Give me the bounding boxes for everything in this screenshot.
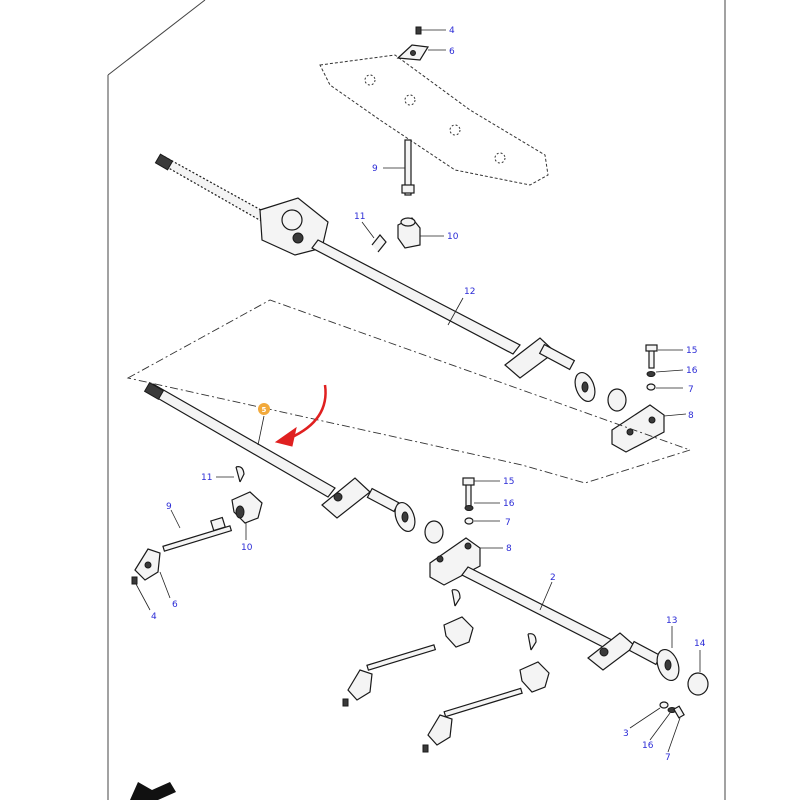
- flange-mid-hub: [401, 511, 409, 523]
- leader-lines: [135, 29, 701, 753]
- washer-low: [659, 701, 669, 709]
- housing-bearing: [281, 209, 303, 231]
- callout-mid-7: 7: [505, 518, 511, 528]
- screw-part: [415, 26, 422, 35]
- callout-low-13: 13: [666, 616, 677, 626]
- phantom-outline: [126, 299, 692, 484]
- callout-top-15: 15: [686, 346, 697, 356]
- rod-mid: [162, 525, 233, 552]
- clamp-mid-hole: [436, 555, 444, 563]
- highlight-badge: [258, 403, 270, 415]
- direction-arrow: [130, 782, 176, 800]
- shaft-2-spline: [628, 640, 662, 666]
- lever-2-bore: [599, 647, 609, 657]
- flange-top-hub: [581, 381, 589, 393]
- clamp-block-top: [611, 404, 665, 453]
- nut-top: [646, 383, 656, 391]
- clamp-hole: [626, 428, 634, 436]
- gasket-hole: [364, 74, 376, 86]
- bolt-head-top: [645, 344, 658, 352]
- callout-top-12: 12: [464, 287, 475, 297]
- callout-low-2: 2: [550, 573, 556, 583]
- badge-label-5: 5: [262, 406, 267, 414]
- callout-top-10: 10: [447, 232, 459, 242]
- clip-low-a: [347, 669, 373, 701]
- red-arrowhead: [274, 426, 297, 447]
- shaft-12: [311, 239, 521, 355]
- bushing-mid: [424, 520, 444, 544]
- shaft-2: [461, 566, 613, 649]
- rod-low-b: [443, 687, 523, 718]
- screw-low: [673, 705, 685, 719]
- elbow-bore: [400, 217, 416, 227]
- bolt-head-mid: [462, 477, 475, 486]
- callout-low-3: 3: [623, 729, 629, 739]
- elbow-low-a: [443, 616, 474, 648]
- bolt-mid: [465, 483, 472, 507]
- callout-low-14: 14: [694, 639, 706, 649]
- shaft-5-spline: [143, 381, 165, 401]
- clamp-hole: [648, 416, 656, 424]
- shaft-spline: [154, 153, 174, 171]
- gasket-hole: [449, 124, 461, 136]
- rod-collar: [401, 184, 415, 194]
- gasket-plate: [319, 54, 549, 186]
- screw-low-a: [342, 698, 349, 707]
- callout-mid-8: 8: [506, 544, 512, 554]
- phantom-shaft: [156, 156, 271, 223]
- callout-mid-4: 4: [151, 612, 157, 622]
- pin-part: [371, 234, 387, 253]
- bushing-top: [607, 388, 627, 412]
- callout-top-6: 6: [449, 47, 455, 57]
- bolt-top: [648, 349, 655, 369]
- shaft-5-end-spline: [366, 487, 400, 513]
- washer-mid: [464, 505, 474, 511]
- washer-top: [646, 371, 656, 377]
- elbow-low-b: [519, 661, 550, 693]
- callout-mid-10: 10: [241, 543, 253, 553]
- callout-mid-9: 9: [166, 502, 172, 512]
- elbow-mid: [231, 491, 263, 524]
- pin-mid: [235, 466, 245, 483]
- rod-part: [404, 139, 412, 196]
- housing-bore: [292, 232, 304, 244]
- screw-mid: [131, 576, 138, 585]
- callout-mid-15: 15: [503, 477, 514, 487]
- rod-mid-collar: [210, 516, 226, 532]
- callout-top-11: 11: [354, 212, 365, 222]
- callout-low-7: 7: [665, 753, 671, 763]
- clamp-block-mid: [429, 537, 481, 586]
- callout-top-4: 4: [449, 26, 455, 36]
- clip-mid-hole: [144, 561, 152, 569]
- bushing-14: [687, 672, 709, 696]
- shaft-12-spline: [538, 343, 576, 371]
- flange-13-hub: [664, 659, 672, 671]
- callout-top-16: 16: [686, 366, 698, 376]
- rod-low-a: [366, 644, 437, 671]
- callout-mid-16: 16: [503, 499, 515, 509]
- callout-mid-11: 11: [201, 473, 212, 483]
- gasket-hole: [404, 94, 416, 106]
- pin-low-b: [527, 633, 537, 651]
- callout-mid-6: 6: [172, 600, 178, 610]
- clamp-mid-hole: [464, 542, 472, 550]
- callout-top-9: 9: [372, 164, 378, 174]
- screw-low-b: [422, 744, 429, 753]
- elbow-mid-bore: [235, 505, 245, 519]
- nut-mid: [464, 517, 474, 525]
- clip-low-b: [427, 714, 453, 746]
- lever-bore: [333, 492, 343, 502]
- pin-low-a: [451, 589, 461, 607]
- gasket-hole: [494, 152, 506, 164]
- red-arrow: [289, 384, 327, 440]
- frame-border: [107, 0, 726, 800]
- callout-top-7: 7: [688, 385, 694, 395]
- callout-low-16: 16: [642, 741, 654, 751]
- callout-top-8: 8: [688, 411, 694, 421]
- clip-hole: [410, 50, 416, 56]
